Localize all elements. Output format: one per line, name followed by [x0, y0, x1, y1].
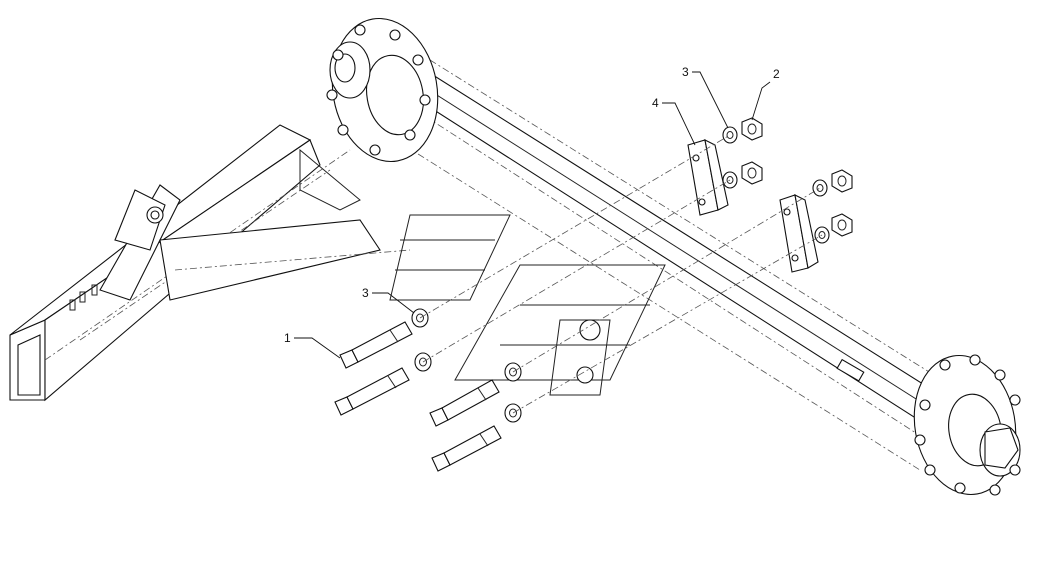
- mounting-bracket: [389, 214, 666, 396]
- callout-1: 1: [284, 331, 341, 359]
- svg-text:3: 3: [362, 286, 369, 300]
- svg-text:2: 2: [773, 67, 780, 81]
- callout-3-top: 3: [682, 65, 729, 129]
- clamp-plate-bottom: [779, 194, 819, 273]
- lock-nuts: [741, 117, 853, 237]
- wheel-hub-bottom: [836, 354, 1021, 496]
- hub-top-studs: [326, 24, 431, 156]
- hub-bottom-studs: [914, 354, 1021, 496]
- callout-2: 2: [751, 67, 780, 121]
- bolt-1: [339, 321, 413, 369]
- svg-text:3: 3: [682, 65, 689, 79]
- hex-bolts: [334, 321, 502, 472]
- callout-4: 4: [652, 96, 696, 146]
- wheel-hub-top: [326, 17, 439, 163]
- bolt-2: [334, 367, 410, 416]
- bolt-3: [429, 379, 500, 427]
- washers-left: [411, 308, 522, 423]
- clamp-plate-top: [687, 139, 729, 216]
- svg-text:1: 1: [284, 331, 291, 345]
- washers-right: [722, 126, 830, 244]
- axle-beam: [379, 59, 991, 471]
- chassis-frame: [9, 124, 411, 402]
- svg-text:4: 4: [652, 96, 659, 110]
- callout-3-left: 3: [362, 286, 415, 314]
- bolt-4: [431, 425, 502, 472]
- frame-slots: [69, 284, 98, 311]
